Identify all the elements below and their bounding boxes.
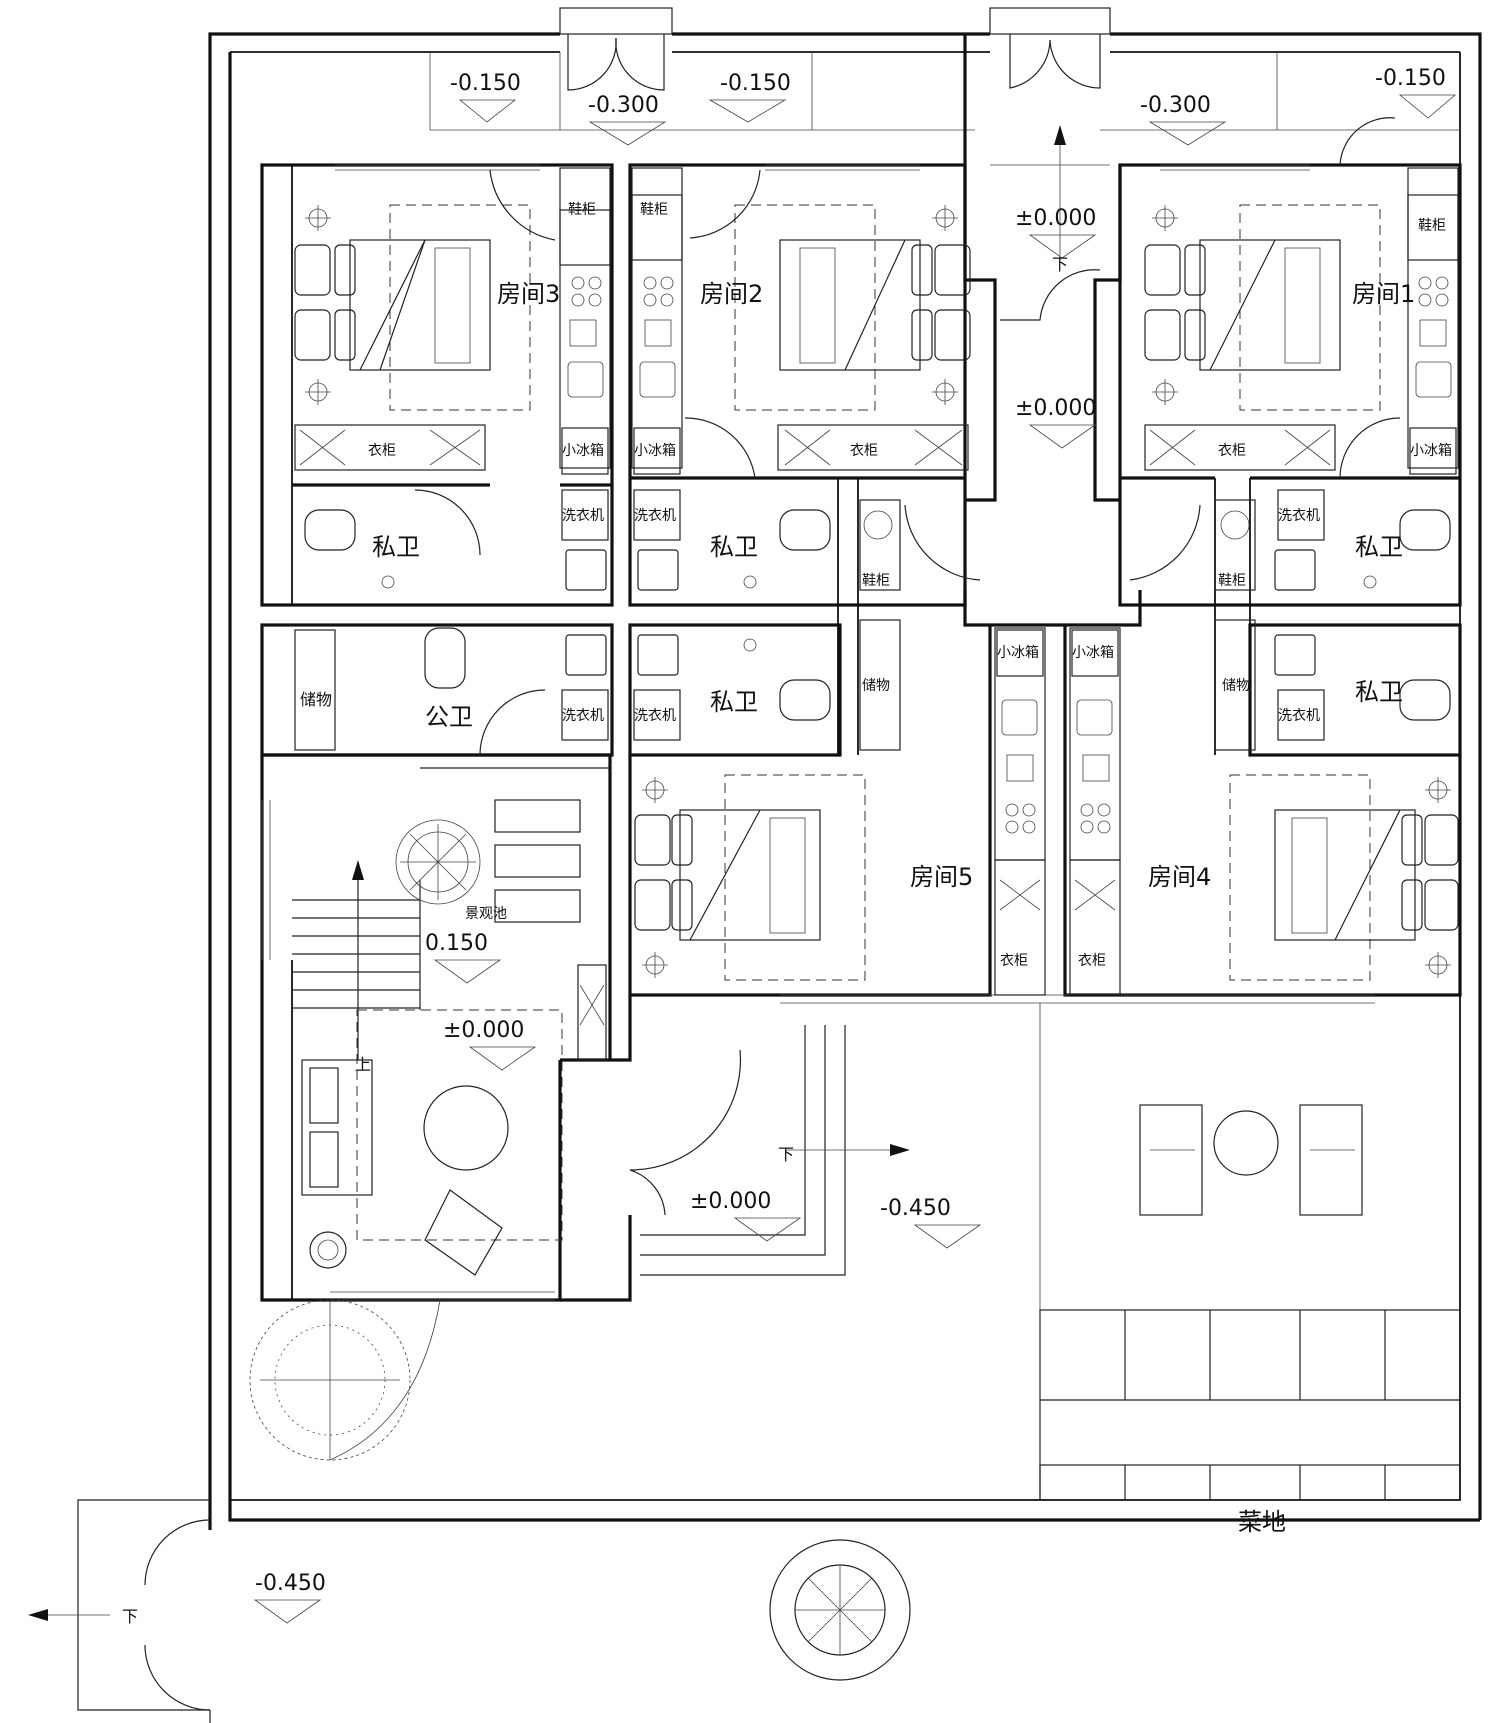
pool-plant [395, 819, 481, 905]
bed-room-5 [634, 774, 866, 981]
level-front-right: -0.150 [1375, 66, 1446, 91]
level-front-mid: -0.150 [720, 71, 791, 96]
bed-room-1 [1144, 204, 1381, 411]
windows [261, 164, 1375, 1301]
private-bath-1-label: 私卫 [1355, 533, 1403, 561]
washer-5: 洗衣机 [634, 708, 676, 724]
labels: 房间3 房间2 房间1 房间5 房间4 私卫 私卫 私卫 私卫 私卫 公卫 菜地… [122, 66, 1452, 1626]
washer-1: 洗衣机 [1278, 508, 1320, 524]
shoe-cabinet-1: 鞋柜 [1418, 218, 1446, 234]
shoe-cabinet-hall-left: 鞋柜 [862, 573, 890, 589]
beds [294, 204, 1459, 981]
public-bath-label: 公卫 [425, 703, 473, 731]
patio-set [1139, 1104, 1363, 1216]
fridge-3: 小冰箱 [562, 443, 604, 459]
wardrobe-1: 衣柜 [1218, 443, 1246, 459]
bed-room-3 [294, 204, 531, 411]
storage-label-room4: 储物 [1222, 678, 1250, 694]
level-gate-right: -0.300 [1140, 93, 1211, 118]
shoe-cabinet-2: 鞋柜 [640, 202, 668, 218]
level-living: ±0.000 [443, 1018, 524, 1043]
fridge-4: 小冰箱 [1072, 645, 1114, 661]
level-porch: -0.450 [255, 1571, 326, 1596]
private-bath-2-label: 私卫 [710, 533, 758, 561]
private-bath-3-label: 私卫 [372, 533, 420, 561]
washer-3: 洗衣机 [562, 508, 604, 524]
bed-room-4 [1229, 774, 1459, 981]
private-bath-5-label: 私卫 [710, 688, 758, 716]
staircase [292, 767, 610, 1060]
level-hall-lower: ±0.000 [1015, 396, 1096, 421]
wardrobe-3: 衣柜 [368, 443, 396, 459]
room-4-label: 房间4 [1148, 863, 1211, 891]
landscape-pool-label: 景观池 [465, 906, 507, 922]
fridge-5: 小冰箱 [997, 645, 1039, 661]
doors [144, 117, 1401, 1711]
shoe-cabinet-3: 鞋柜 [568, 202, 596, 218]
stair-down-courtyard: 下 [778, 1145, 794, 1164]
stove-burners [571, 276, 1449, 834]
outer-walls [77, 7, 1482, 1723]
shoe-cabinet-hall-right: 鞋柜 [1218, 573, 1246, 589]
washer-4: 洗衣机 [1278, 708, 1320, 724]
room-2-label: 房间2 [700, 280, 763, 308]
front-yard-lines [429, 52, 1460, 166]
wardrobe-2: 衣柜 [850, 443, 878, 459]
wardrobe-4: 衣柜 [1078, 953, 1106, 969]
vegetable-plot-label: 菜地 [1238, 1508, 1286, 1536]
fridge-2: 小冰箱 [634, 443, 676, 459]
washer-2: 洗衣机 [634, 508, 676, 524]
storage-label-room5: 储物 [862, 678, 890, 694]
interior-walls [260, 34, 1462, 1302]
bed-room-2 [734, 204, 971, 411]
level-pool: 0.150 [425, 931, 488, 956]
fridge-1: 小冰箱 [1410, 443, 1452, 459]
stair-up-living: 上 [355, 1055, 371, 1074]
stair-down-hall: 下 [1052, 255, 1068, 274]
top-entrance-doors [567, 34, 1101, 91]
room-3-label: 房间3 [497, 280, 560, 308]
level-front-left: -0.150 [450, 71, 521, 96]
cabinetry [294, 167, 1459, 1061]
private-bath-4-label: 私卫 [1355, 678, 1403, 706]
courtyard [640, 1003, 1041, 1500]
level-gate-left: -0.300 [588, 93, 659, 118]
kitchen-sinks [567, 319, 1452, 782]
storage-label-bath: 储物 [300, 690, 332, 709]
room-1-label: 房间1 [1352, 280, 1415, 308]
wardrobe-5: 衣柜 [1000, 953, 1028, 969]
level-markers [253, 94, 1457, 1624]
level-hall-upper: ±0.000 [1015, 206, 1096, 231]
level-courtyard: -0.450 [880, 1196, 951, 1221]
bathroom-fixtures [304, 509, 1451, 721]
washer-public: 洗衣机 [562, 708, 604, 724]
vegetable-plot [1039, 1309, 1461, 1501]
level-courtyard-entry: ±0.000 [690, 1189, 771, 1214]
room-5-label: 房间5 [910, 863, 973, 891]
direction-arrows [28, 125, 1066, 1621]
stair-down-porch: 下 [122, 1607, 138, 1626]
living-room-furniture [301, 1009, 563, 1276]
appliance-boxes [294, 194, 1459, 751]
trees [249, 1299, 911, 1681]
